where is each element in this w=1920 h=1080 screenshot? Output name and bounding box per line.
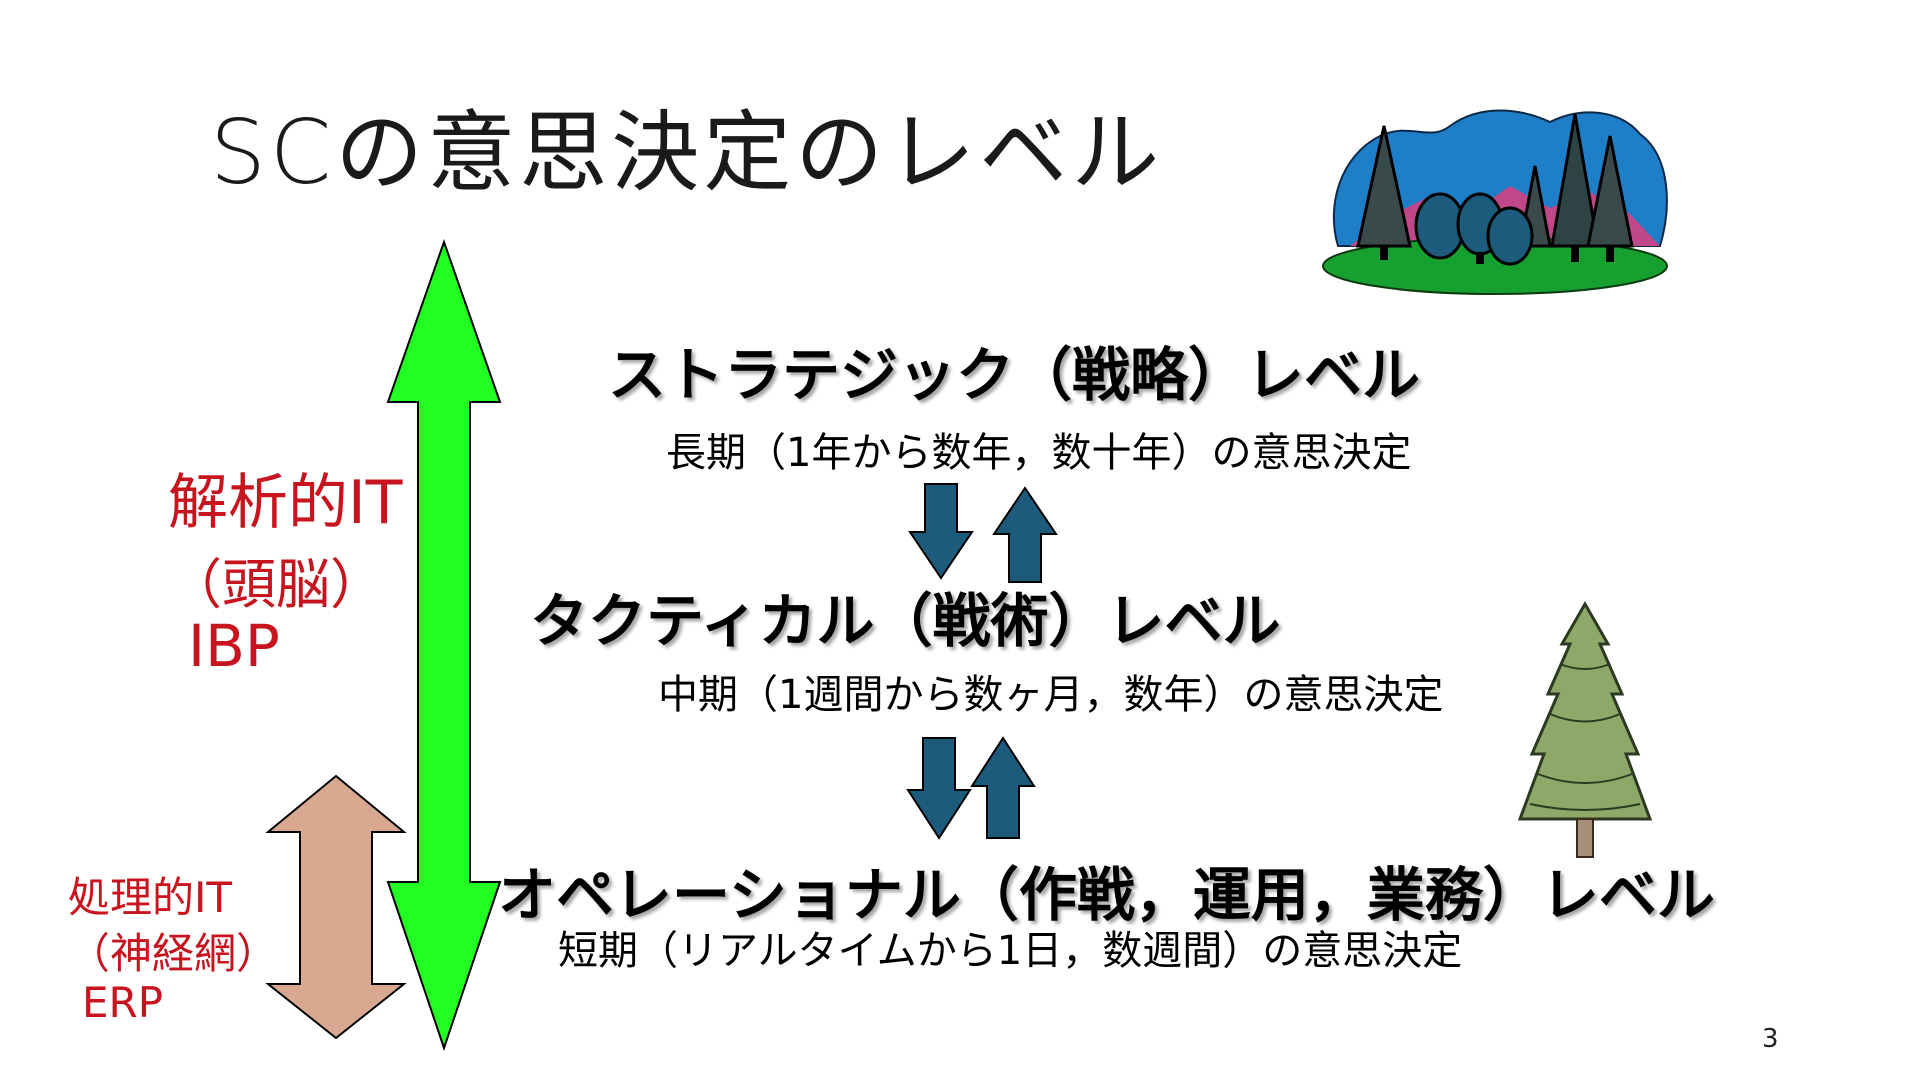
tactical-level-description: 中期（1週間から数ヶ月，数年）の意思決定 [658,672,1444,718]
up-arrow-icon [992,486,1058,583]
processing-it-system: ERP [82,978,164,1027]
down-arrow-icon [908,483,974,580]
strategic-level-description: 長期（1年から数年，数十年）の意思決定 [666,430,1412,476]
processing-it-subtitle: （神経網） [68,929,279,978]
operational-level-heading: オペレーショナル（作戦，運用，業務）レベル [498,861,1715,929]
strategic-level-heading: ストラテジック（戦略）レベル [608,341,1421,409]
analytical-it-label: 解析的IT [168,468,403,538]
tree-illustration-icon [1517,600,1653,858]
analytical-it-system: IBP [188,612,280,680]
analytical-it-subtitle: （頭脳） [168,553,384,616]
processing-it-label: 処理的IT [68,873,233,922]
up-arrow-icon [970,736,1036,839]
slide-title: SCの意思決定のレベル [210,101,1164,204]
tactical-level-heading: タクティカル（戦術）レベル [530,587,1281,655]
forest-illustration-icon [1322,109,1668,295]
operational-level-description: 短期（リアルタイムから1日，数週間）の意思決定 [558,928,1463,974]
down-arrow-icon [906,737,972,840]
processing-range-arrow-icon [265,774,407,1040]
page-number: 3 [1762,1024,1779,1054]
analytical-range-arrow-icon [386,238,502,1052]
